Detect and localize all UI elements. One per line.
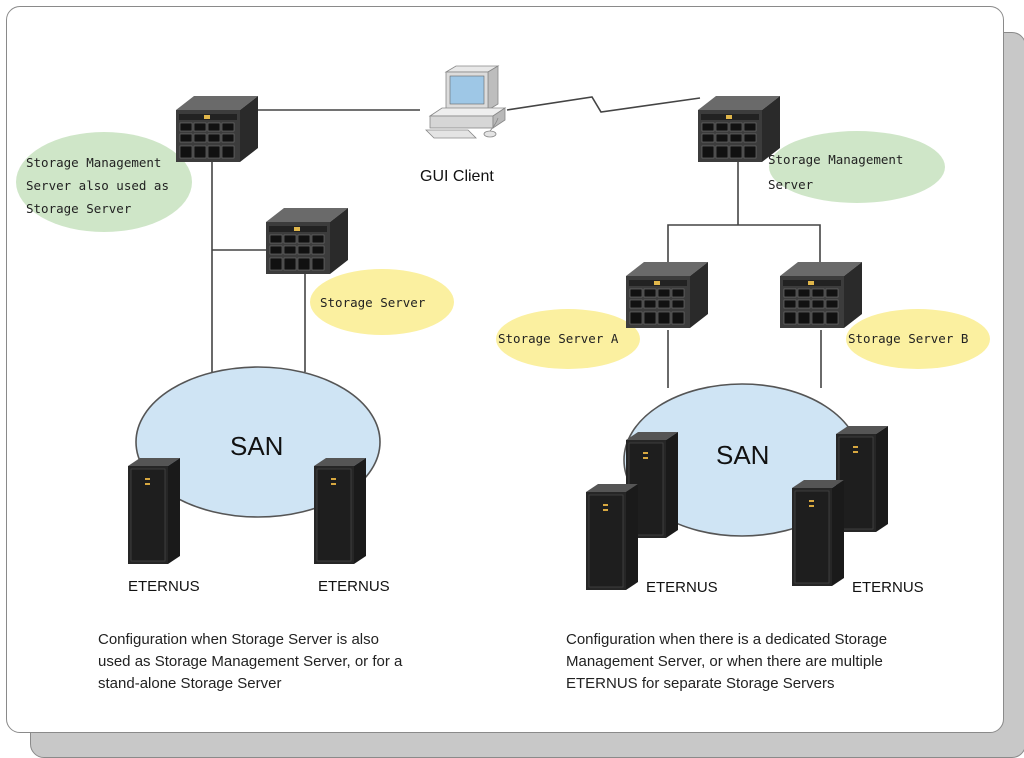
gui-client-pc-icon bbox=[425, 65, 507, 139]
management-label-left-line-2: Server also used as bbox=[26, 178, 169, 193]
storage-server-b-label: Storage Server B bbox=[848, 331, 968, 346]
eternus-label-right-1: ETERNUS bbox=[646, 579, 718, 596]
management-label-right-line-1: Storage Management bbox=[768, 152, 903, 167]
eternus-label-left-2: ETERNUS bbox=[318, 578, 390, 595]
storage-server-left-icon bbox=[265, 207, 349, 275]
caption-right-line-2: Management Server, or when there are mul… bbox=[566, 653, 883, 670]
management-bubble-right bbox=[769, 131, 945, 203]
caption-left-line-3: stand-alone Storage Server bbox=[98, 675, 282, 692]
eternus-left-1-icon bbox=[127, 457, 181, 565]
caption-left-line-1: Configuration when Storage Server is als… bbox=[98, 631, 379, 648]
caption-left-line-2: used as Storage Management Server, or fo… bbox=[98, 653, 403, 670]
eternus-right-2-icon bbox=[585, 483, 639, 591]
management-label-left-line-1: Storage Management bbox=[26, 155, 161, 170]
connection-lines bbox=[211, 96, 822, 388]
management-label-left-line-3: Storage Server bbox=[26, 201, 132, 216]
storage-server-a-label: Storage Server A bbox=[498, 331, 619, 346]
caption-right: Configuration when there is a dedicated … bbox=[566, 629, 887, 695]
gui-client-label: GUI Client bbox=[420, 168, 494, 185]
eternus-right-4-icon bbox=[791, 479, 845, 587]
storage-server-a-icon bbox=[625, 261, 709, 329]
san-label-left: SAN bbox=[230, 431, 283, 461]
eternus-label-left-1: ETERNUS bbox=[128, 578, 200, 595]
caption-left: Configuration when Storage Server is als… bbox=[98, 629, 402, 695]
storage-bubble-b bbox=[846, 309, 990, 369]
diagram-panel bbox=[6, 6, 1004, 733]
caption-right-line-1: Configuration when there is a dedicated … bbox=[566, 631, 888, 648]
eternus-label-right-2: ETERNUS bbox=[852, 579, 924, 596]
san-label-right: SAN bbox=[716, 440, 769, 470]
storage-bubble-left bbox=[310, 269, 454, 335]
storage-bubble-a bbox=[496, 309, 640, 369]
management-server-left-icon bbox=[175, 95, 259, 163]
storage-server-b-icon bbox=[779, 261, 863, 329]
management-bubble-left bbox=[16, 132, 192, 232]
caption-right-line-3: ETERNUS for separate Storage Servers bbox=[566, 675, 835, 692]
eternus-left-2-icon bbox=[313, 457, 367, 565]
storage-server-left-label: Storage Server bbox=[320, 295, 426, 310]
management-label-right-line-2: Server bbox=[768, 177, 814, 192]
